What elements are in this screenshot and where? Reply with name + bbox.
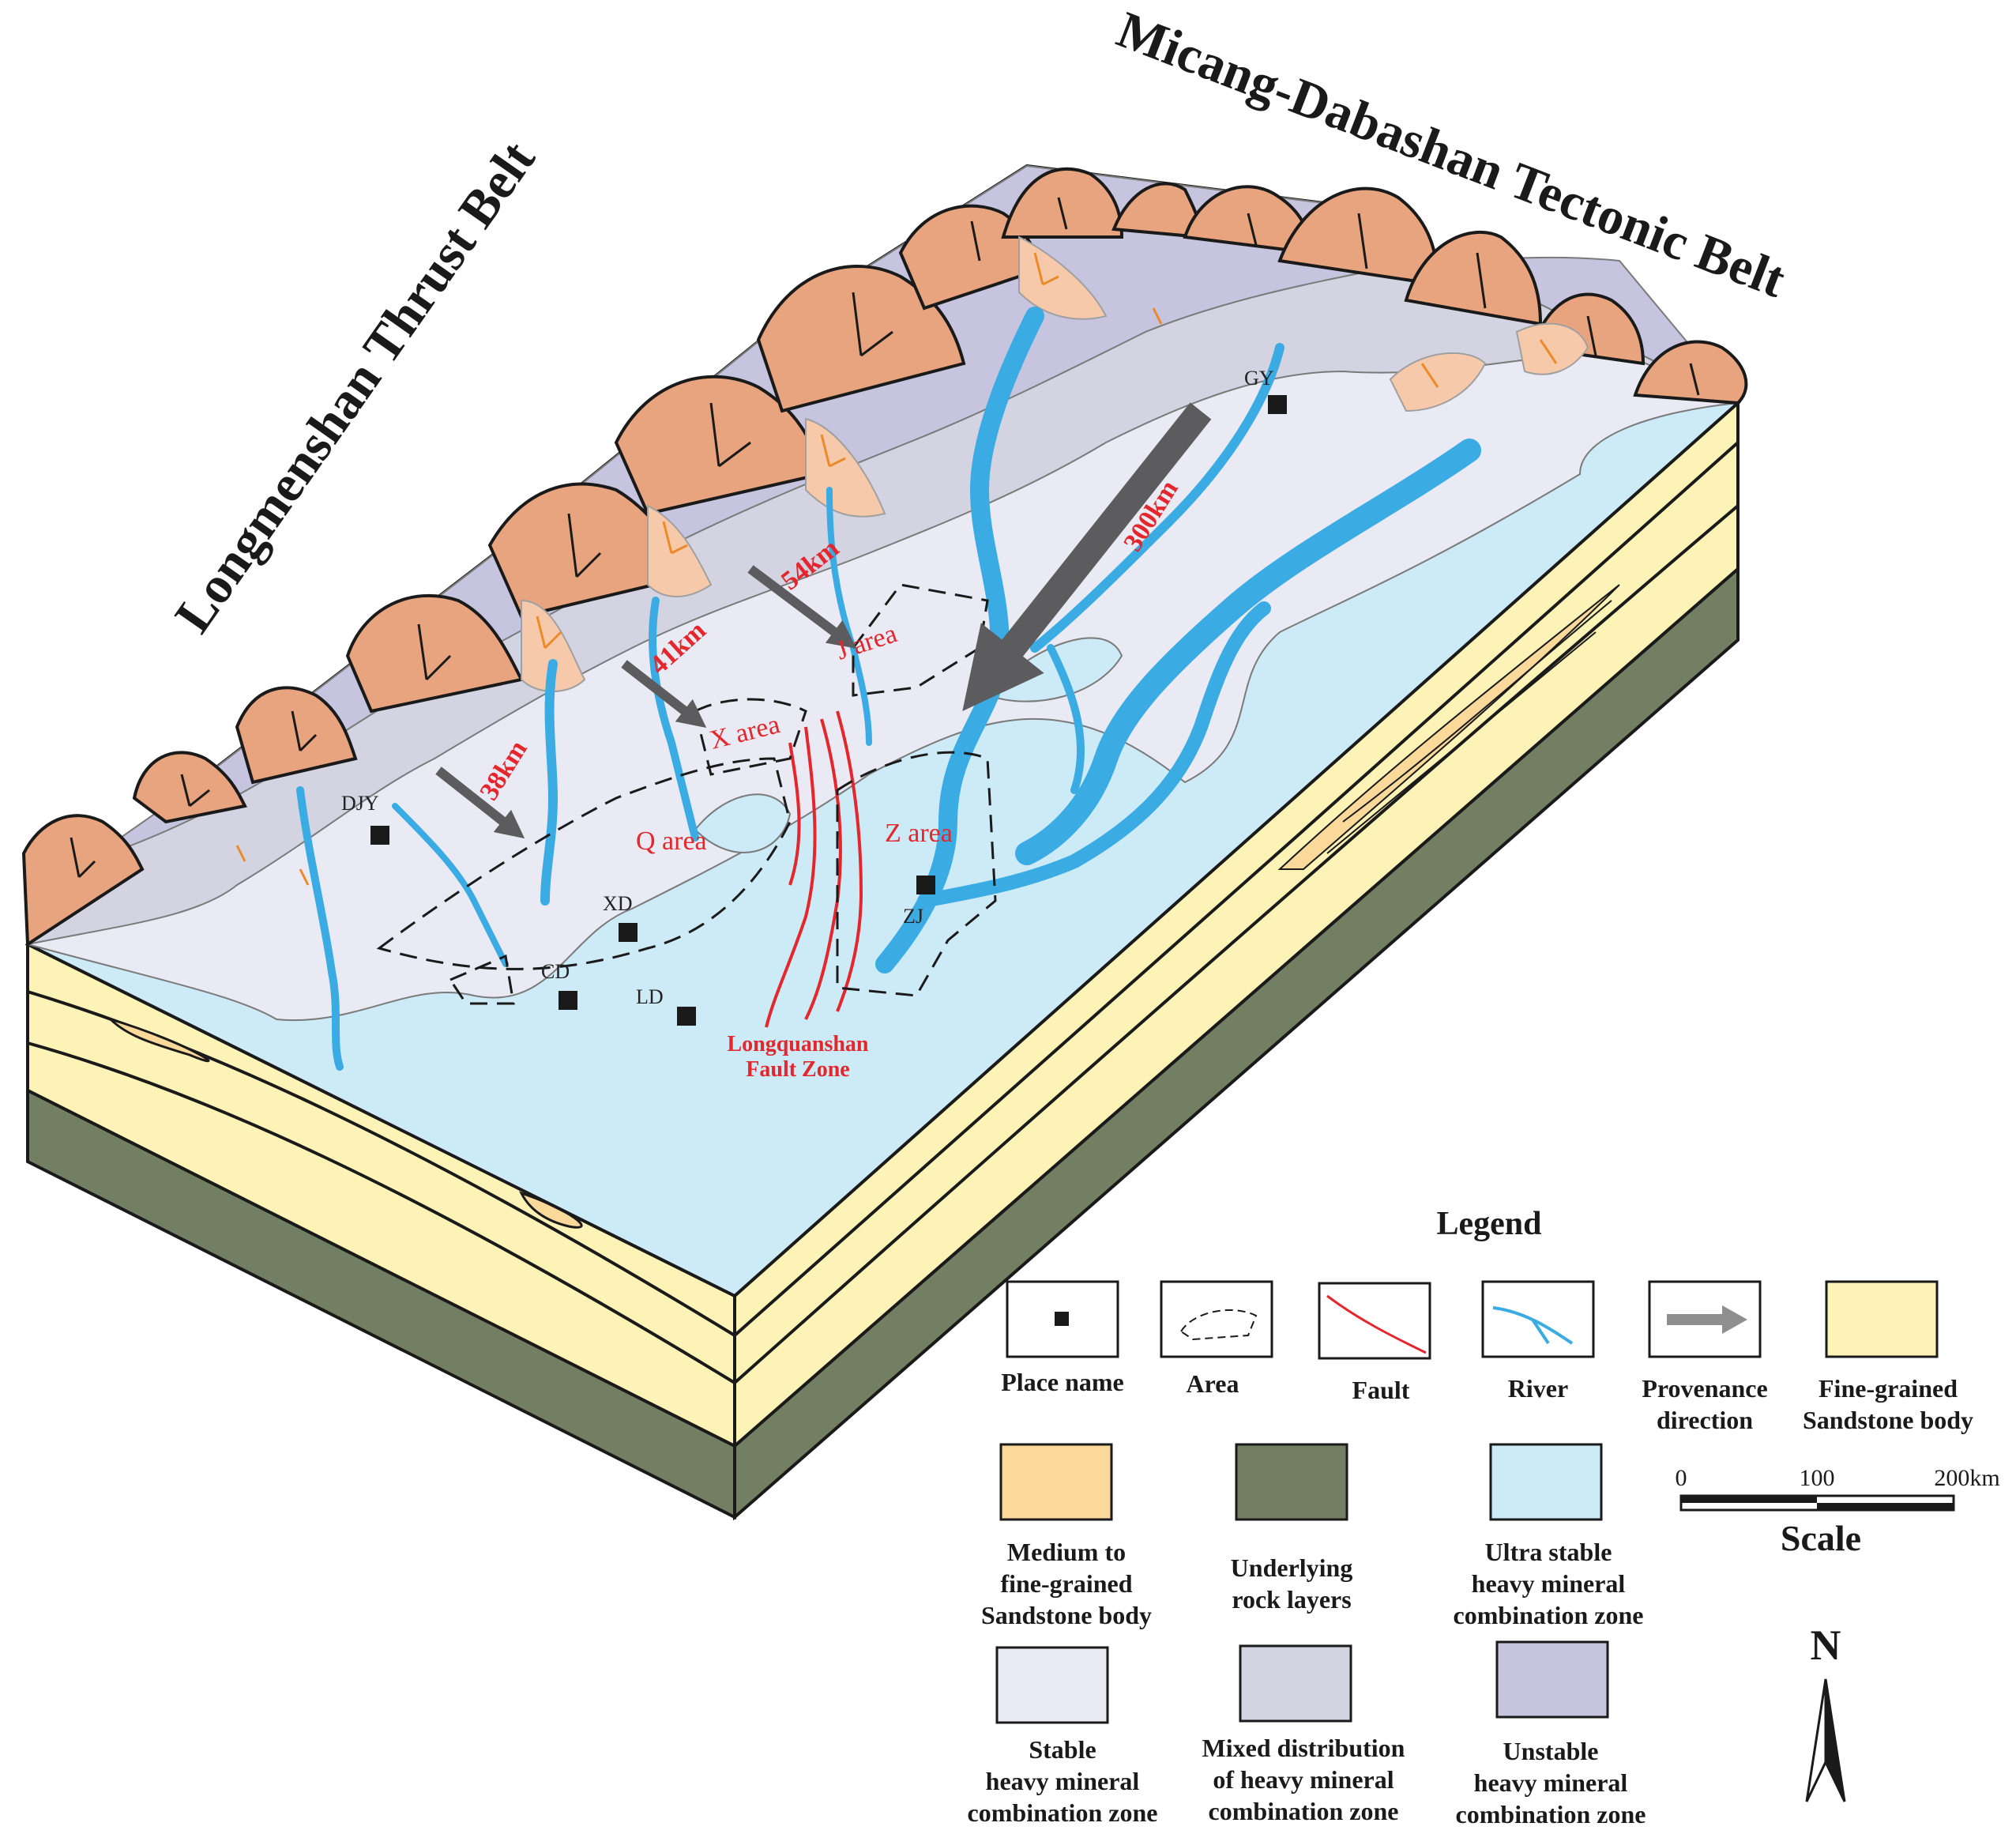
place-symbol — [1055, 1312, 1069, 1326]
legend-label-ultra-1: Ultra stable — [1485, 1538, 1612, 1566]
place-label-ld: LD — [636, 985, 664, 1008]
mountain-ridgelines — [70, 197, 1700, 879]
legend-item-unstable: Unstable heavy mineral combination zone — [1456, 1640, 1646, 1828]
scale-tick-0: 0 — [1676, 1465, 1687, 1491]
legend-item-fine-sandstone: Fine-grained Sandstone body — [1803, 1280, 1973, 1434]
legend-label-medium-1: Medium to — [1007, 1538, 1126, 1566]
legend-label-medium-3: Sandstone body — [981, 1601, 1152, 1629]
legend-item-area: Area — [1160, 1280, 1273, 1398]
alluvial-fans — [521, 235, 1589, 692]
river-symbol — [1492, 1306, 1574, 1345]
legend-label-unstable-2: heavy mineral — [1474, 1768, 1628, 1797]
place-marker-djy — [370, 826, 389, 845]
legend-label-provenance-2: direction — [1657, 1406, 1753, 1434]
legend-label-medium-2: fine-grained — [1000, 1569, 1132, 1598]
place-label-cd: CD — [541, 960, 570, 983]
scale-tick-100: 100 — [1800, 1465, 1835, 1491]
place-label-djy: DJY — [341, 792, 379, 815]
legend-item-underlying: Underlying rock layers — [1231, 1443, 1353, 1614]
legend-label-area: Area — [1187, 1369, 1239, 1398]
legend-label-mixed-3: combination zone — [1209, 1797, 1399, 1825]
legend-item-medium-sandstone: Medium to fine-grained Sandstone body — [981, 1443, 1152, 1629]
block-front-left-face — [26, 941, 736, 1520]
legend-label-stable-2: heavy mineral — [986, 1767, 1140, 1795]
arrow-300km — [962, 402, 1212, 711]
area-label-z: Z area — [885, 819, 953, 848]
legend-label-ultra-2: heavy mineral — [1472, 1569, 1626, 1598]
legend-label-unstable-3: combination zone — [1456, 1800, 1646, 1828]
place-marker-ld — [677, 1007, 696, 1026]
north-arrow-icon — [1824, 1678, 1846, 1802]
legend-item-river: River — [1481, 1280, 1595, 1403]
legend-label-ultra-3: combination zone — [1454, 1601, 1644, 1629]
legend: Legend Place name Area Fault River Prove… — [968, 1206, 2000, 1828]
legend-label-mixed-2: of heavy mineral — [1213, 1765, 1394, 1794]
place-marker-gy — [1268, 395, 1287, 414]
arrow-41km — [621, 660, 707, 729]
legend-label-place: Place name — [1001, 1368, 1124, 1396]
fault-zone-label-line2: Fault Zone — [746, 1057, 849, 1082]
fault-symbol — [1326, 1294, 1427, 1354]
place-label-gy: GY — [1244, 367, 1274, 390]
place-label-xd: XD — [603, 892, 633, 915]
scale-title: Scale — [1781, 1518, 1861, 1558]
north-label: N — [1811, 1621, 1841, 1669]
fan-channels — [235, 252, 1558, 886]
place-marker-xd — [619, 923, 638, 942]
scale-tick-200km: 200km — [1934, 1465, 1999, 1491]
north-arrow: N — [1805, 1621, 1846, 1802]
legend-label-mixed-1: Mixed distribution — [1202, 1734, 1405, 1762]
area-symbol — [1179, 1309, 1258, 1341]
stable-zone — [26, 164, 1741, 1022]
legend-label-fault: Fault — [1352, 1376, 1410, 1404]
scale-bar: 0 100 200km Scale — [1676, 1465, 2000, 1558]
legend-label-river: River — [1508, 1374, 1568, 1403]
place-markers — [370, 395, 1287, 1026]
place-marker-zj — [916, 876, 935, 894]
mountains-longmenshan — [21, 167, 1748, 947]
legend-label-fine-2: Sandstone body — [1803, 1406, 1973, 1434]
legend-item-fault: Fault — [1318, 1282, 1431, 1404]
legend-item-ultra-stable: Ultra stable heavy mineral combination z… — [1454, 1443, 1644, 1629]
legend-label-underlying-1: Underlying — [1231, 1553, 1353, 1582]
legend-label-underlying-2: rock layers — [1232, 1585, 1351, 1614]
area-label-q: Q area — [636, 827, 707, 856]
legend-label-stable-3: combination zone — [968, 1798, 1158, 1827]
legend-item-mixed: Mixed distribution of heavy mineral comb… — [1202, 1644, 1405, 1825]
arrow-38km — [435, 766, 525, 839]
legend-item-stable: Stable heavy mineral combination zone — [968, 1646, 1158, 1827]
legend-item-provenance: Provenance direction — [1642, 1280, 1768, 1434]
legend-label-provenance-1: Provenance — [1642, 1374, 1767, 1403]
legend-label-stable-1: Stable — [1029, 1735, 1096, 1764]
fault-zone-label-line1: Longquanshan — [727, 1032, 868, 1056]
legend-item-place-name: Place name — [1001, 1280, 1124, 1396]
underlying-layer-right — [733, 565, 1740, 1521]
legend-title: Legend — [1436, 1206, 1541, 1242]
place-label-zj: ZJ — [903, 905, 923, 928]
arrow-54km — [747, 565, 857, 649]
legend-label-unstable-1: Unstable — [1503, 1737, 1599, 1765]
legend-label-fine-1: Fine-grained — [1819, 1374, 1958, 1403]
place-marker-cd — [559, 991, 577, 1010]
provenance-arrows — [435, 402, 1212, 839]
